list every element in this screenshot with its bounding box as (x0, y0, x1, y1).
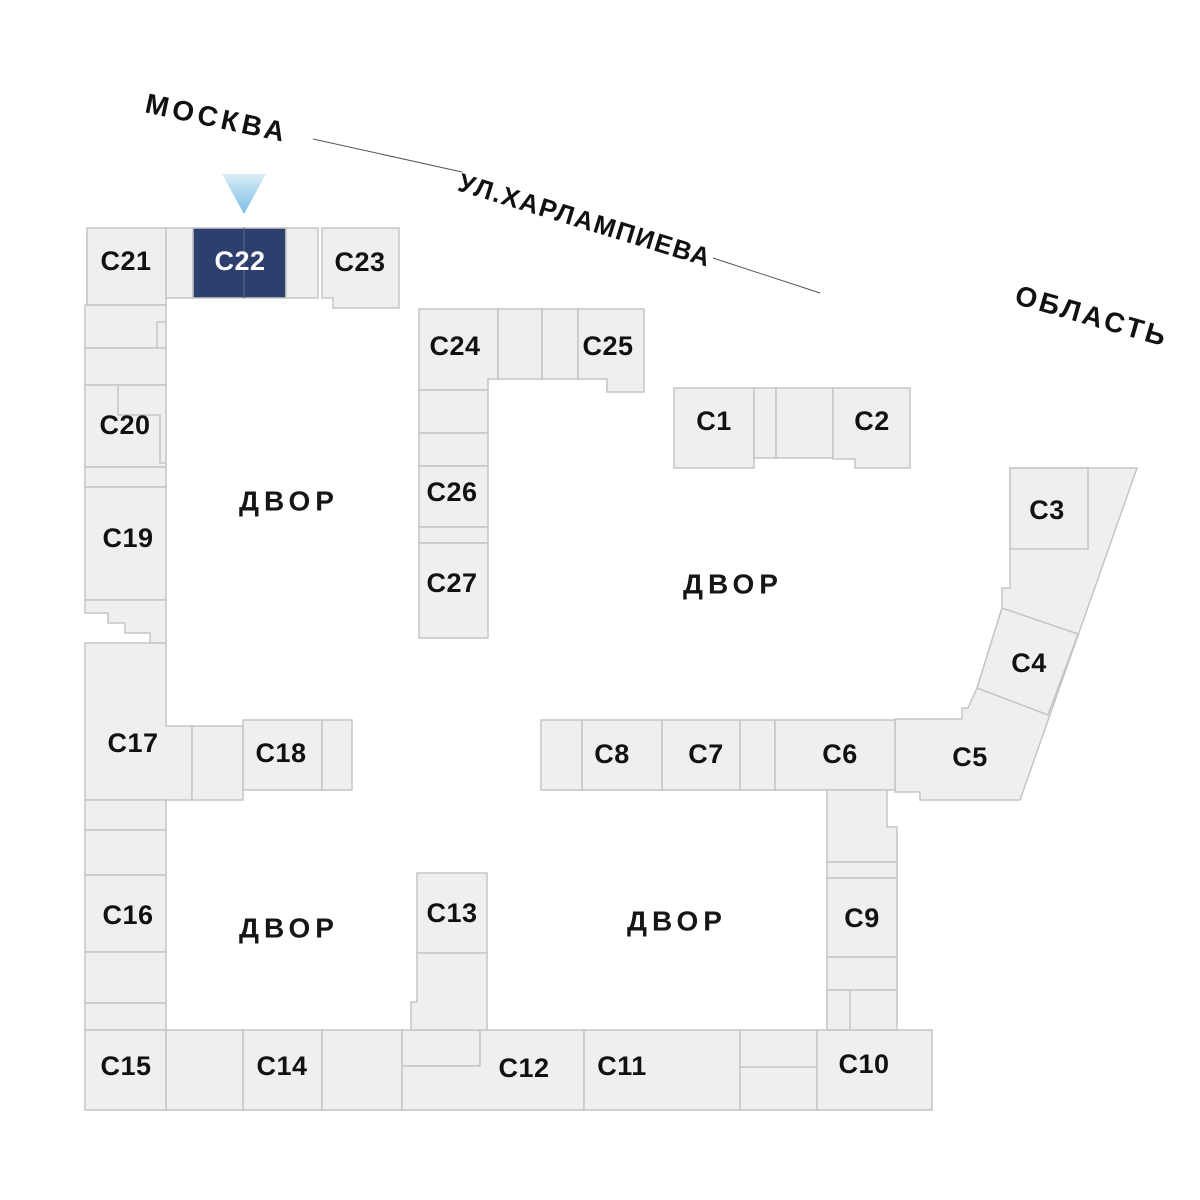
section-label-с19: С19 (102, 523, 153, 553)
building-section-с8[interactable] (581, 719, 663, 791)
section-label-с1: С1 (696, 406, 732, 436)
building-section-с17[interactable] (84, 642, 193, 801)
section-cell (418, 432, 489, 467)
section-label-с4: С4 (1011, 648, 1047, 678)
building-section-с13[interactable] (416, 872, 488, 954)
section-cell (739, 1029, 818, 1111)
building-section-с26[interactable] (418, 465, 489, 528)
section-label-с22: С22 (214, 246, 265, 276)
section-label-с11: С11 (597, 1051, 647, 1081)
section-label-с16: С16 (102, 900, 153, 930)
section-divider-line (117, 385, 166, 464)
street-label-kharlampieva: УЛ.ХАРЛАМПИЕВА (455, 167, 715, 273)
section-label-с12: С12 (498, 1053, 549, 1083)
section-cell (84, 304, 167, 349)
building-section-с3[interactable] (1009, 467, 1089, 550)
section-cell (418, 389, 489, 434)
courtyard-label-3: ДВОР (239, 913, 339, 944)
building-section-с22[interactable] (192, 227, 287, 299)
section-cell (826, 861, 898, 879)
section-label-с2: С2 (854, 406, 890, 436)
building-section-с23[interactable] (321, 227, 400, 309)
section-cell (165, 1029, 244, 1111)
section-cell (84, 951, 167, 1004)
section-label-с7: С7 (688, 739, 724, 769)
building-section-с11[interactable] (583, 1029, 741, 1111)
section-label-с23: С23 (334, 247, 385, 277)
section-cell (541, 308, 579, 380)
section-cell (321, 1029, 403, 1111)
section-cell (739, 719, 776, 791)
building-section-с6[interactable] (774, 719, 896, 791)
courtyard-label-2: ДВОР (683, 569, 783, 600)
section-cell (84, 799, 167, 831)
courtyard-label-1: ДВОР (239, 486, 339, 517)
section-cell (165, 227, 194, 299)
section-cell (826, 989, 851, 1031)
section-cell (826, 956, 898, 991)
section-label-с18: С18 (255, 738, 306, 768)
section-label-с21: С21 (100, 246, 151, 276)
building-section-с9[interactable] (826, 877, 898, 958)
street-pointer-line (712, 257, 821, 294)
section-cell (753, 387, 777, 459)
building-section-с27[interactable] (418, 542, 489, 639)
section-divider-line (156, 321, 166, 348)
building-section-с19[interactable] (84, 486, 167, 601)
section-label-с20: С20 (99, 410, 150, 440)
section-cell (84, 599, 167, 644)
street-annotation: МОСКВА УЛ.ХАРЛАМПИЕВА ОБЛАСТЬ (143, 88, 1173, 353)
street-pointer-line (312, 138, 463, 173)
section-label-с3: С3 (1029, 495, 1065, 525)
region-label-oblast: ОБЛАСТЬ (1012, 279, 1173, 352)
building-section-с15[interactable] (84, 1029, 167, 1111)
city-label-moskva: МОСКВА (143, 88, 292, 149)
building-section-с4[interactable] (976, 607, 1079, 716)
section-label-с14: С14 (256, 1051, 307, 1081)
section-cell (285, 227, 319, 299)
building-section-с18[interactable] (242, 719, 323, 791)
section-cell (191, 725, 244, 801)
section-cell (418, 526, 489, 544)
section-cell (84, 347, 167, 386)
section-cell (540, 719, 583, 791)
building-section-с16[interactable] (84, 874, 167, 953)
section-cell (84, 466, 167, 488)
section-cell (410, 952, 488, 1031)
building-section-с20[interactable] (84, 384, 167, 468)
section-cell (401, 1029, 481, 1067)
section-label-с27: С27 (426, 568, 477, 598)
section-cell (497, 308, 543, 380)
section-label-с26: С26 (426, 477, 477, 507)
selected-section-marker-icon (222, 174, 266, 214)
section-cell (775, 387, 834, 459)
section-label-с15: С15 (100, 1051, 151, 1081)
courtyard-label-4: ДВОР (627, 906, 727, 937)
section-cell (321, 719, 353, 791)
building-section-с25[interactable] (577, 308, 645, 393)
building-section-с7[interactable] (661, 719, 741, 791)
section-label-с8: С8 (594, 739, 630, 769)
section-label-с25: С25 (582, 331, 633, 361)
section-cell (84, 829, 167, 876)
section-label-с10: С10 (838, 1049, 889, 1079)
section-label-с13: С13 (426, 898, 477, 928)
section-label-с24: С24 (429, 331, 480, 361)
section-cell (84, 1002, 167, 1031)
section-label-с6: С6 (822, 739, 858, 769)
building-section-с21[interactable] (86, 227, 167, 306)
section-label-с17: С17 (107, 728, 158, 758)
section-label-с9: С9 (844, 903, 880, 933)
building-section-с2[interactable] (832, 387, 911, 469)
section-label-с5: С5 (952, 742, 988, 772)
building-section-с10[interactable] (816, 1029, 933, 1111)
section-cell (826, 789, 898, 863)
